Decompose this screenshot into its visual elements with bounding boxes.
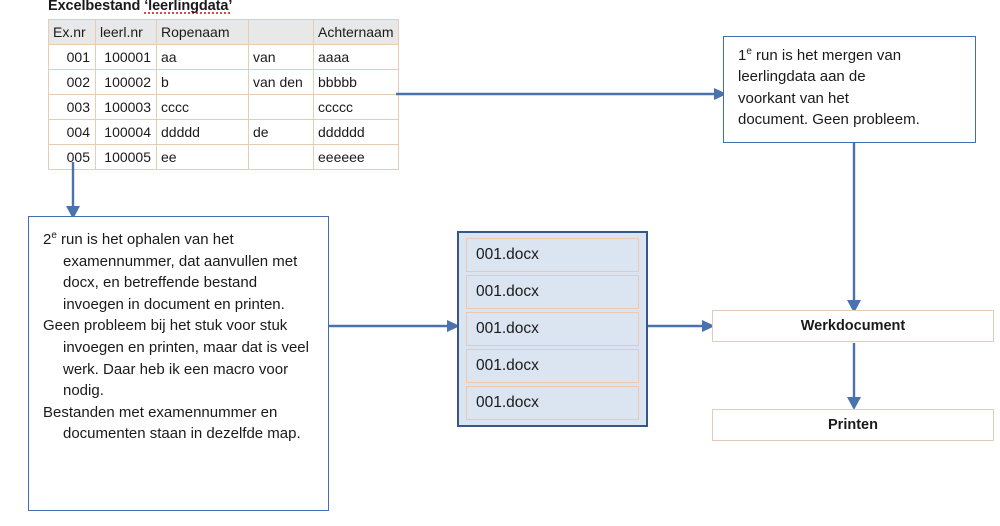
arrow-run1-box-to-werkdocument — [847, 142, 861, 313]
docx-file-item[interactable]: 001.docx — [466, 386, 639, 420]
cell-ropenaam: cccc — [156, 94, 249, 120]
table-column-header-leerlnr: leerl.nr — [95, 19, 157, 45]
docx-file-item[interactable]: 001.docx — [466, 238, 639, 272]
cell-tussenvoegsel: van den — [248, 69, 314, 95]
table-header-row: Ex.nr leerl.nr Ropenaam Achternaam — [48, 19, 399, 45]
arrow-docx-stack-to-werkdocument — [646, 320, 715, 332]
cell-tussenvoegsel — [248, 94, 314, 120]
run2-paragraph-1-rest: run is het ophalen van het examennummer,… — [56, 231, 298, 313]
run2-paragraph-2: Geen probleem bij het stuk voor stuk inv… — [43, 317, 309, 400]
docx-file-stack: 001.docx 001.docx 001.docx 001.docx 001.… — [457, 231, 648, 427]
cell-achternaam: aaaa — [313, 44, 399, 70]
cell-exnr: 002 — [48, 69, 96, 95]
cell-achternaam: bbbbb — [313, 69, 399, 95]
run1-description-box: 1e run is het mergen van leerlingdata aa… — [723, 36, 976, 143]
cell-tussenvoegsel — [248, 144, 314, 170]
cell-tussenvoegsel: de — [248, 119, 314, 145]
run1-text: 1e run is het mergen van leerlingdata aa… — [738, 45, 964, 130]
werkdocument-label: Werkdocument — [800, 318, 906, 334]
cell-ropenaam: ee — [156, 144, 249, 170]
table-column-header-achternaam: Achternaam — [313, 19, 399, 45]
table-row: 005 100005 ee eeeeee — [48, 144, 399, 170]
arrow-werkdocument-to-printen — [847, 343, 861, 410]
cell-achternaam: ccccc — [313, 94, 399, 120]
cell-ropenaam: aa — [156, 44, 249, 70]
run1-line4: document. Geen probleem. — [738, 110, 920, 128]
cell-exnr: 001 — [48, 44, 96, 70]
run2-paragraph-1: 2e run is het ophalen van het examennumm… — [43, 229, 318, 315]
cell-leerlnr: 100005 — [95, 144, 157, 170]
run2-paragraph-3: Bestanden met examennummer en documenten… — [43, 403, 301, 443]
run2-ordinal-number: 2 — [43, 231, 52, 248]
docx-file-item[interactable]: 001.docx — [466, 312, 639, 346]
cell-exnr: 004 — [48, 119, 96, 145]
arrow-run2-box-to-docx-stack — [327, 320, 460, 332]
run2-ordinal-suffix: e — [51, 230, 57, 241]
printen-label: Printen — [828, 417, 878, 433]
leerlingdata-table: Ex.nr leerl.nr Ropenaam Achternaam 001 1… — [48, 19, 399, 170]
excel-file-title-prefix: Excelbestand — [48, 0, 145, 14]
table-row: 001 100001 aa van aaaa — [48, 44, 399, 70]
table-column-header-tussenvoegsel — [248, 19, 314, 45]
cell-achternaam: eeeeee — [313, 144, 399, 170]
table-row: 002 100002 b van den bbbbb — [48, 69, 399, 95]
cell-leerlnr: 100001 — [95, 44, 157, 70]
excel-file-title: Excelbestand ‘leerlingdata’ — [48, 0, 233, 15]
cell-ropenaam: b — [156, 69, 249, 95]
printen-box: Printen — [712, 409, 994, 441]
run1-ordinal-suffix: e — [746, 46, 752, 57]
run1-ordinal-number: 1 — [738, 47, 747, 64]
arrow-table-to-run2-box — [66, 162, 80, 219]
run1-line3: voorkant van het — [738, 89, 849, 107]
run2-description-box: 2e run is het ophalen van het examennumm… — [28, 216, 329, 511]
excel-file-title-name: ‘leerlingdata’ — [144, 0, 233, 15]
docx-file-item[interactable]: 001.docx — [466, 349, 639, 383]
cell-leerlnr: 100003 — [95, 94, 157, 120]
cell-ropenaam: ddddd — [156, 119, 249, 145]
werkdocument-box: Werkdocument — [712, 310, 994, 342]
cell-tussenvoegsel: van — [248, 44, 314, 70]
cell-leerlnr: 100002 — [95, 69, 157, 95]
cell-exnr: 003 — [48, 94, 96, 120]
run1-line2: leerlingdata aan de — [738, 68, 866, 86]
arrow-table-to-run1-box — [396, 88, 727, 100]
table-row: 003 100003 cccc ccccc — [48, 94, 399, 120]
docx-file-item[interactable]: 001.docx — [466, 275, 639, 309]
table-row: 004 100004 ddddd de dddddd — [48, 119, 399, 145]
cell-achternaam: dddddd — [313, 119, 399, 145]
table-column-header-exnr: Ex.nr — [48, 19, 96, 45]
cell-leerlnr: 100004 — [95, 119, 157, 145]
run1-line1-rest: run is het mergen van — [751, 47, 902, 64]
table-column-header-ropenaam: Ropenaam — [156, 19, 249, 45]
